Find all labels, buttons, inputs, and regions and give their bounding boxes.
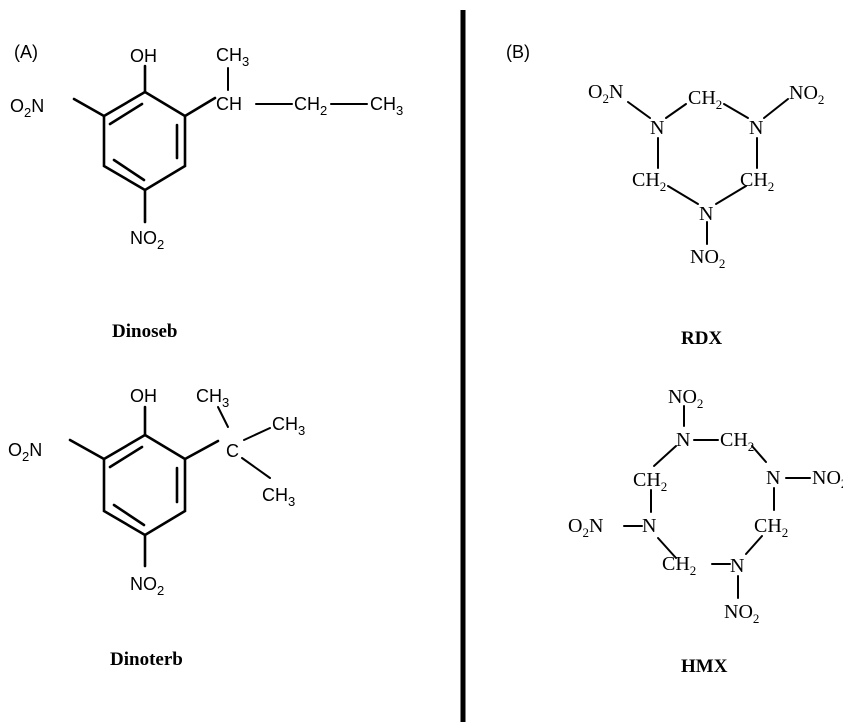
dinoterb-ch3-top-label: CH3 [196, 386, 229, 410]
dinoseb-oh-label: OH [130, 46, 157, 66]
rdx-no2-n-left-bond [627, 101, 651, 119]
hmx-no2-right-label: NO2 [812, 467, 843, 491]
dinoterb-name: Dinoterb [110, 649, 183, 670]
hmx-ch2-bottom-label: CH2 [662, 553, 696, 578]
rdx-n-bottom-label: N [699, 203, 713, 225]
dinoterb-double-bond-1 [108, 445, 144, 469]
rdx-n-left-label: N [650, 117, 664, 139]
dinoseb-ch-label: CH [216, 94, 242, 114]
hmx-o2n-left-label: O2N [568, 515, 603, 540]
rdx-ch2-top-label: CH2 [688, 87, 722, 112]
dinoseb-benzene-ring [102, 90, 187, 192]
dinoterb-structure: OH O2N NO2 C CH3 CH3 CH3 [8, 386, 305, 598]
hmx-name: HMX [681, 656, 728, 677]
dinoseb-ch3-end-label: CH3 [370, 94, 403, 118]
hmx-n-left-ch2-bottom-bond [657, 537, 677, 559]
hmx-ch2-right-label: CH2 [754, 515, 788, 540]
rdx-ch2-top-n-right-bond [723, 103, 749, 119]
dinoterb-ch3-bottom-bond [241, 457, 271, 479]
hmx-no2-bottom-label: NO2 [724, 601, 759, 626]
dinoseb-name: Dinoseb [112, 321, 177, 342]
hmx-structure: NO2 N CH2 CH2 N NO2 O2N N CH2 CH2 N NO2 [568, 386, 843, 626]
rdx-no2-right-label: NO2 [789, 82, 824, 107]
dinoterb-ch3-top-bond [217, 406, 229, 428]
dinoterb-oh-label: OH [130, 386, 157, 406]
dinoseb-no2-left-bond [72, 97, 106, 118]
rdx-ch2-right-n-bottom-bond [715, 185, 747, 205]
hmx-ch2-top-label: CH2 [720, 429, 754, 454]
dinoseb-double-bond-3 [112, 158, 146, 182]
dinoseb-o2n-label: O2N [10, 96, 44, 120]
rdx-n-left-ch2-top-bond [665, 103, 687, 119]
dinoterb-double-bond-3 [112, 503, 146, 527]
dinoseb-ch3-label: CH3 [216, 45, 249, 69]
dinoterb-ch3-bottom-label: CH3 [262, 485, 295, 509]
rdx-no2-bottom-label: NO2 [690, 246, 725, 271]
dinoterb-o2n-label: O2N [8, 440, 42, 464]
hmx-n-top-label: N [676, 429, 690, 451]
hmx-ch2-top-n-right-bond [751, 445, 767, 463]
hmx-n-left-label: N [642, 515, 656, 537]
dinoterb-ch3-right-label: CH3 [272, 414, 305, 438]
dinoterb-tbutyl-bond [183, 439, 220, 461]
dinoterb-no2-label: NO2 [130, 574, 164, 598]
dinoterb-benzene-ring [102, 433, 187, 537]
dinoseb-double-bond-1 [108, 102, 144, 126]
hmx-n-bottom-label: N [730, 555, 744, 577]
hmx-ch2-left-label: CH2 [633, 469, 667, 494]
rdx-structure: O2N CH2 NO2 N N CH2 CH2 N NO2 [588, 81, 824, 271]
dinoterb-no2-left-bond [68, 438, 106, 461]
rdx-ch2-right-label: CH2 [740, 169, 774, 194]
rdx-n-right-label: N [749, 117, 763, 139]
panel-b-label: (B) [506, 42, 530, 62]
hmx-n-right-label: N [766, 467, 780, 489]
dinoterb-ch3-right-bond [243, 427, 271, 441]
hmx-ch2-right-n-bottom-bond [745, 535, 763, 555]
rdx-n-right-no2-bond [763, 98, 789, 119]
panel-a-label: (A) [14, 42, 38, 62]
hmx-n-top-ch2-left-bond [653, 445, 677, 467]
hmx-no2-top-label: NO2 [668, 386, 703, 411]
rdx-o2n-label: O2N [588, 81, 623, 106]
rdx-name: RDX [681, 328, 722, 349]
dinoseb-side-chain-bond [183, 96, 217, 118]
dinoseb-ch2-label: CH2 [294, 94, 327, 118]
dinoterb-c-label: C [226, 441, 239, 461]
dinoseb-no2-label: NO2 [130, 228, 164, 252]
dinoseb-structure: OH O2N NO2 CH3 CH CH2 CH3 [10, 45, 403, 252]
rdx-ch2-left-n-bottom-bond [667, 185, 699, 205]
rdx-ch2-left-label: CH2 [632, 169, 666, 194]
